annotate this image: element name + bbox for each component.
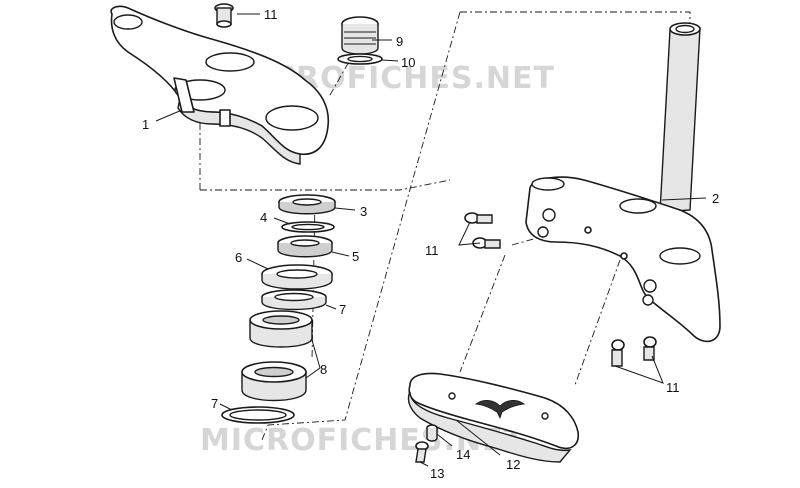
part-11-bolts-right [611, 336, 657, 367]
callout-7-lower: 7 [211, 396, 218, 411]
part-3-ring-nut [278, 194, 336, 215]
part-1-upper-triple-clamp [110, 5, 330, 165]
part-11-bolt-top [214, 3, 234, 28]
part-5-adjuster-nut [277, 235, 333, 258]
callout-3: 3 [360, 204, 367, 219]
part-2-lower-clamp-stem [525, 22, 721, 343]
part-6-dust-seal [261, 264, 333, 290]
callout-13: 13 [430, 466, 444, 481]
callout-14: 14 [456, 447, 470, 462]
part-12-clamp-cover [407, 372, 580, 463]
callout-1: 1 [142, 117, 149, 132]
callout-labels: 1 2 3 4 5 6 7 7 8 9 10 11 11 11 12 13 14 [142, 7, 719, 481]
callout-11-right: 11 [666, 380, 680, 395]
callout-12: 12 [506, 457, 520, 472]
callout-6: 6 [235, 250, 242, 265]
callout-4: 4 [260, 210, 267, 225]
callout-5: 5 [352, 249, 359, 264]
callout-10: 10 [401, 55, 415, 70]
callout-8: 8 [320, 362, 327, 377]
part-10-washer [337, 53, 383, 65]
callout-2: 2 [712, 191, 719, 206]
eagle-logo-icon [474, 400, 526, 420]
part-7-seal-upper [261, 289, 327, 311]
part-11-bolts-left [464, 212, 501, 249]
callout-11-top: 11 [264, 7, 278, 22]
callout-9: 9 [396, 34, 403, 49]
part-13-screw [415, 441, 429, 463]
part-14-bush [426, 424, 438, 442]
part-4-lock-washer [281, 221, 335, 233]
leader-lines [155, 13, 707, 467]
callout-7-upper: 7 [339, 302, 346, 317]
part-8-bearing-upper [249, 310, 313, 348]
callout-11-left: 11 [425, 243, 439, 258]
part-8-bearing-lower [241, 361, 307, 402]
part-7-seal-lower [221, 406, 295, 424]
part-9-stem-nut [341, 16, 379, 55]
